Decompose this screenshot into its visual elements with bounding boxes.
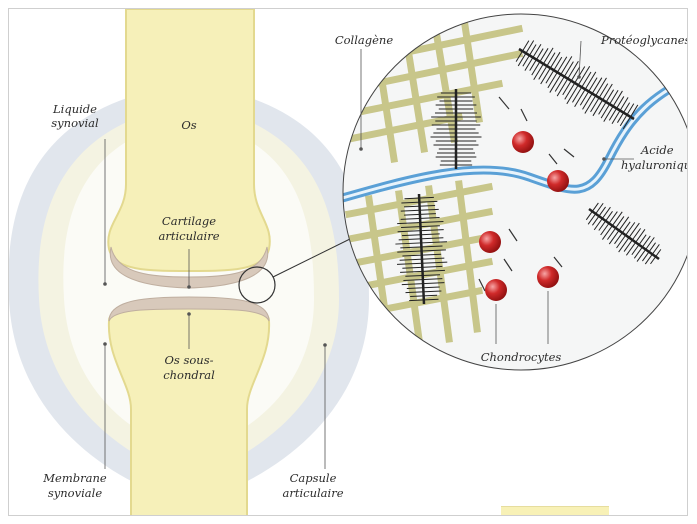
- partial-figure-fragment: [501, 506, 609, 516]
- label-collagene: Collagène: [335, 33, 394, 47]
- label-cartilage-articulaire-1: Cartilage: [162, 214, 216, 228]
- label-membrane-synoviale-1: Membrane: [42, 471, 107, 485]
- label-os-sous-chondral-2: chondral: [163, 368, 215, 382]
- label-membrane-synoviale-2: synoviale: [48, 486, 102, 500]
- chondrocyte-cell: [512, 131, 534, 153]
- label-liquide-synovial-1: Liquide: [52, 102, 97, 116]
- label-acide-hyaluronique-2: hyaluronique: [621, 158, 688, 172]
- label-os-sous-chondral-1: Os sous-: [164, 353, 213, 367]
- label-acide-hyaluronique-1: Acide: [640, 143, 674, 157]
- label-capsule-articulaire-2: articulaire: [282, 486, 343, 500]
- chondrocyte-cell: [537, 266, 559, 288]
- label-proteoglycanes: Protéoglycanes: [600, 33, 688, 47]
- joint-diagram: Os Liquide synovial Cartilage articulair…: [9, 9, 688, 516]
- label-capsule-articulaire-1: Capsule: [290, 471, 337, 485]
- label-chondrocytes: Chondrocytes: [481, 350, 562, 364]
- chondrocyte-cell: [547, 170, 569, 192]
- chondrocyte-cell: [485, 279, 507, 301]
- zoom-lens: [339, 14, 688, 370]
- label-os: Os: [181, 118, 196, 132]
- diagram-frame: Os Liquide synovial Cartilage articulair…: [8, 8, 688, 516]
- chondrocyte-cell: [479, 231, 501, 253]
- label-liquide-synovial-2: synovial: [51, 116, 99, 130]
- label-cartilage-articulaire-2: articulaire: [158, 229, 219, 243]
